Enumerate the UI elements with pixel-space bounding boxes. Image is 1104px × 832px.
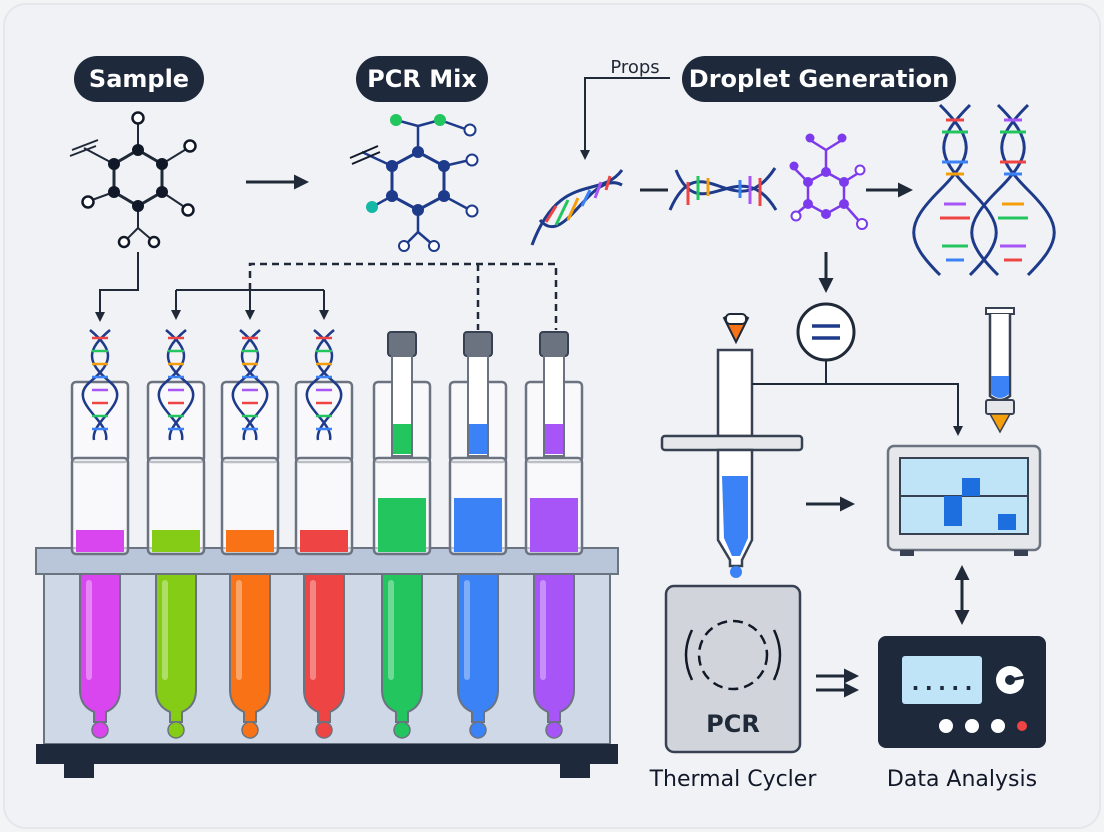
pcr-device-label: PCR xyxy=(706,710,760,738)
test-tube-5 xyxy=(372,331,432,739)
test-tube-1 xyxy=(70,329,130,739)
sample-label: Sample xyxy=(74,56,204,102)
equals-icon xyxy=(796,302,856,362)
pcr-mix-molecule-icon xyxy=(349,114,479,252)
test-tubes xyxy=(70,329,584,739)
monitor-icon xyxy=(886,444,1042,556)
sample-to-tube-arrow xyxy=(95,252,139,322)
display-readout: ..... xyxy=(909,671,975,696)
svg-text:Droplet Generation: Droplet Generation xyxy=(689,65,949,93)
dna-helix-icon xyxy=(305,329,343,441)
dna-helix-icon-right xyxy=(970,103,1056,277)
purple-molecule-icon xyxy=(789,133,868,230)
dna-helix-icon xyxy=(157,329,195,441)
analyzer-icon: ..... xyxy=(878,636,1046,748)
thermal-cycler-caption: Thermal Cycler xyxy=(649,767,818,792)
dna-helix-icon xyxy=(81,329,119,441)
droplet-generation-label: Droplet Generation xyxy=(682,56,956,102)
pcr-mix-label: PCR Mix xyxy=(356,56,488,102)
test-tube-6 xyxy=(448,331,508,739)
svg-text:PCR Mix: PCR Mix xyxy=(367,65,477,93)
test-tube-2 xyxy=(146,329,206,739)
dna-strand-horizontal-icon xyxy=(668,167,778,211)
sample-molecule-icon xyxy=(69,111,197,249)
props-note: Props xyxy=(610,57,659,78)
dashed-droplet-links xyxy=(248,262,558,330)
dna-helix-icon-left xyxy=(912,103,998,277)
pipette-icon xyxy=(985,307,1015,434)
dna-fragment-icon xyxy=(530,169,624,246)
data-analysis-caption: Data Analysis xyxy=(887,767,1037,792)
svg-text:Sample: Sample xyxy=(89,65,189,93)
dropper-tip-icon xyxy=(722,313,750,345)
arrow-to-monitor xyxy=(826,383,963,436)
test-tube-7 xyxy=(524,331,584,739)
dna-helix-icon xyxy=(231,329,269,441)
thermal-cycler-icon: PCR xyxy=(664,584,802,754)
props-feedback-arrow xyxy=(580,77,670,160)
test-tube-3 xyxy=(220,329,280,739)
syringe-icon xyxy=(660,348,804,578)
double-arrow xyxy=(816,668,859,698)
test-tube-4 xyxy=(294,329,354,739)
